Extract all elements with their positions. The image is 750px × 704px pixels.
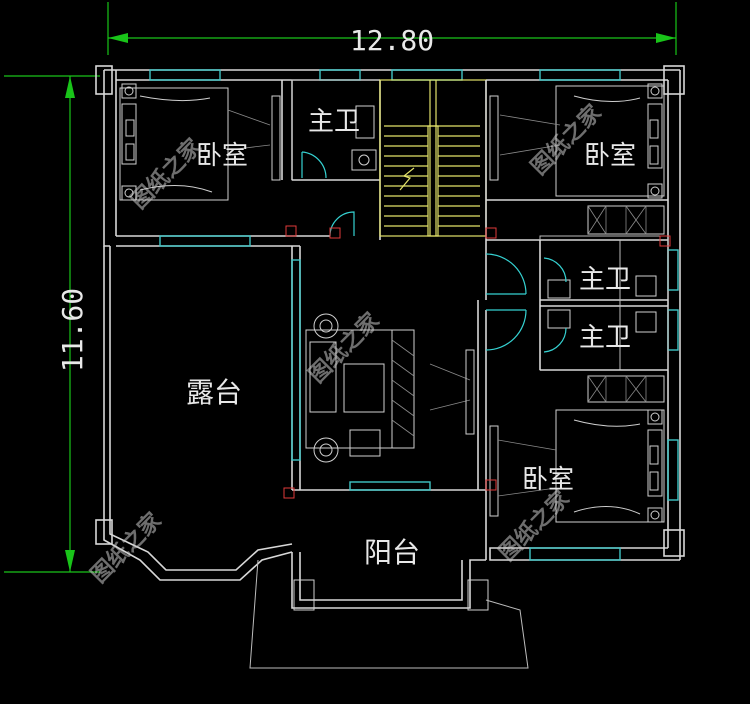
bedroom-top-right: 卧室 — [486, 83, 668, 241]
dimension-width: 12.80 — [107, 2, 677, 57]
bedroom-top-left: 卧室 — [116, 80, 330, 247]
bath-right-upper-label: 主卫 — [579, 265, 631, 295]
balcony: 阳台 — [249, 536, 529, 669]
bedroom-bottom-right: 卧室 — [489, 240, 668, 523]
terrace-label: 露台 — [186, 376, 242, 409]
bath-right-lower-label: 主卫 — [579, 323, 631, 353]
dimension-height: 11.60 — [4, 75, 100, 573]
dimension-width-label: 12.80 — [350, 24, 434, 57]
column-marks — [283, 225, 671, 499]
balcony-label: 阳台 — [364, 536, 420, 569]
bedroom-top-right-label: 卧室 — [584, 141, 636, 171]
watermark-1: 图纸之家 — [126, 133, 207, 214]
central-hall — [291, 211, 527, 560]
watermarks: 图纸之家 图纸之家 图纸之家 图纸之家 图纸之家 — [86, 99, 607, 588]
bathrooms-right: 主卫 主卫 — [539, 235, 669, 371]
terrace: 露台 — [186, 376, 242, 409]
watermark-5: 图纸之家 — [494, 485, 575, 566]
bedroom-bottom-right-label: 卧室 — [522, 465, 574, 495]
master-bath-top: 主卫 — [291, 79, 381, 240]
bedroom-top-left-label: 卧室 — [196, 141, 248, 171]
master-bath-top-label: 主卫 — [308, 107, 360, 137]
dimension-height-label: 11.60 — [56, 288, 89, 372]
staircase — [379, 79, 487, 240]
